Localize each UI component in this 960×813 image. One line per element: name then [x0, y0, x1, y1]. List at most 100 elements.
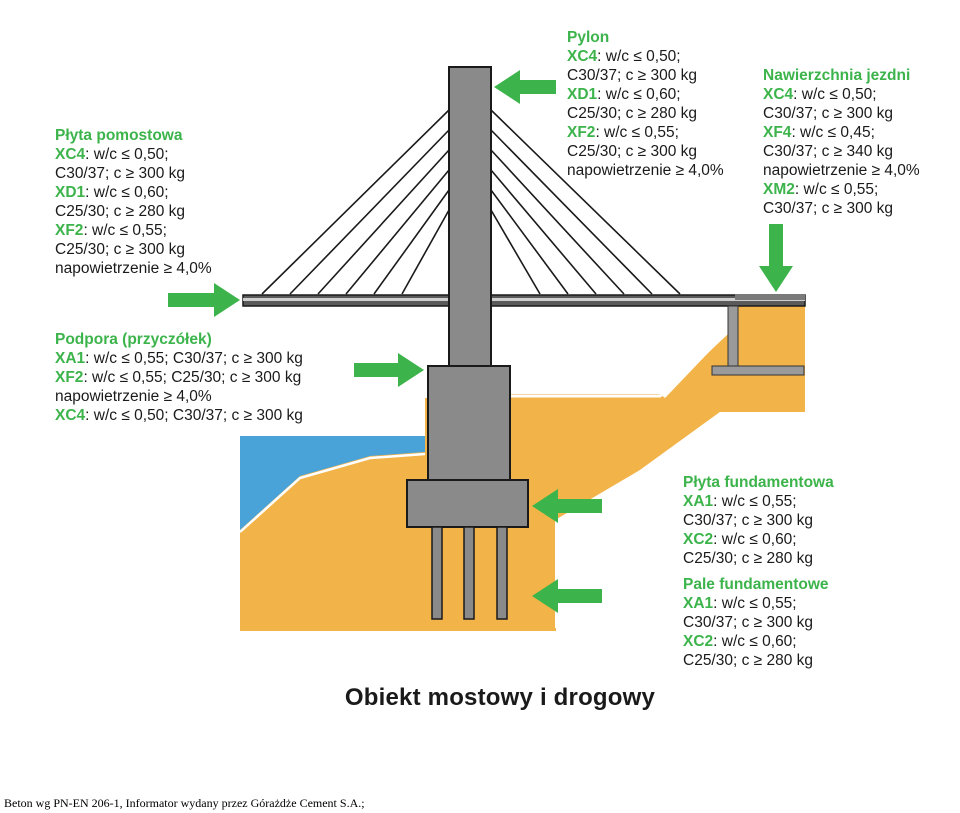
exposure-class: XC2	[683, 531, 714, 548]
requirement-text: : w/c ≤ 0,50; C30/37; c ≥ 300 kg	[85, 407, 303, 424]
arrow-support	[354, 353, 424, 387]
label-title: Nawierzchnia jezdni	[763, 67, 911, 84]
requirement-text: C30/37; c ≥ 300 kg	[683, 512, 814, 529]
pile	[496, 526, 508, 620]
label-title: Płyta fundamentowa	[683, 474, 834, 491]
label-line: C25/30; c ≥ 280 kg	[55, 202, 212, 221]
exposure-class: XF2	[55, 222, 84, 239]
requirement-text: : w/c ≤ 0,50;	[793, 86, 877, 103]
label-line: napowietrzenie ≥ 4,0%	[55, 259, 212, 278]
exposure-class: XA1	[683, 595, 714, 612]
label-line: XC4: w/c ≤ 0,50;	[55, 145, 212, 164]
arrow-pavement	[759, 224, 793, 292]
label-line: C30/37; c ≥ 300 kg	[683, 511, 834, 530]
label-line: C30/37; c ≥ 300 kg	[683, 613, 829, 632]
label-line: XF4: w/c ≤ 0,45;	[763, 123, 920, 142]
label-line: C30/37; c ≥ 300 kg	[763, 199, 920, 218]
requirement-text: C30/37; c ≥ 300 kg	[683, 614, 814, 631]
label-line: XC2: w/c ≤ 0,60;	[683, 530, 834, 549]
label-line: C25/30; c ≥ 280 kg	[567, 104, 724, 123]
requirement-text: : w/c ≤ 0,60;	[85, 184, 169, 201]
exposure-class: XA1	[55, 350, 86, 367]
pylon	[448, 66, 492, 368]
arrow-piles	[532, 579, 602, 613]
label-line: XD1: w/c ≤ 0,60;	[55, 183, 212, 202]
exposure-class: XC4	[567, 48, 598, 65]
label-line: napowietrzenie ≥ 4,0%	[55, 387, 303, 406]
requirement-text: : w/c ≤ 0,45;	[791, 124, 875, 141]
requirement-text: : w/c ≤ 0,55;	[713, 493, 797, 510]
requirement-text: : w/c ≤ 0,55; C25/30; c ≥ 300 kg	[83, 369, 302, 386]
requirement-text: C25/30; c ≥ 280 kg	[55, 203, 186, 220]
label-title: Pylon	[567, 29, 610, 46]
pile	[431, 526, 443, 620]
pile	[463, 526, 475, 620]
requirement-text: C25/30; c ≥ 300 kg	[567, 143, 698, 160]
requirement-text: napowietrzenie ≥ 4,0%	[567, 162, 724, 179]
soil-base-line	[240, 628, 556, 631]
exposure-class: XF4	[763, 124, 792, 141]
soil	[240, 300, 805, 630]
label-line: C30/37; c ≥ 300 kg	[55, 164, 212, 183]
label-line: C30/37; c ≥ 300 kg	[567, 66, 724, 85]
label-podpora: Podpora (przyczółek) XA1: w/c ≤ 0,55; C30…	[55, 330, 303, 425]
requirement-text: C30/37; c ≥ 340 kg	[763, 143, 894, 160]
exposure-class: XC4	[55, 146, 86, 163]
exposure-class: XD1	[567, 86, 598, 103]
requirement-text: napowietrzenie ≥ 4,0%	[55, 388, 212, 405]
arrow-deck	[168, 283, 240, 317]
label-title: Podpora (przyczółek)	[55, 331, 212, 348]
exposure-class: XC4	[55, 407, 86, 424]
exposure-class: XF2	[55, 369, 84, 386]
foundation-slab	[406, 479, 529, 528]
pier	[427, 365, 511, 481]
requirement-text: C25/30; c ≥ 280 kg	[567, 105, 698, 122]
requirement-text: C25/30; c ≥ 280 kg	[683, 550, 814, 567]
exposure-class: XC4	[763, 86, 794, 103]
label-line: C25/30; c ≥ 300 kg	[55, 240, 212, 259]
diagram-caption: Obiekt mostowy i drogowy	[344, 684, 656, 711]
label-line: C30/37; c ≥ 340 kg	[763, 142, 920, 161]
requirement-text: : w/c ≤ 0,55;	[713, 595, 797, 612]
deck-highlight	[243, 298, 805, 301]
requirement-text: napowietrzenie ≥ 4,0%	[763, 162, 920, 179]
label-line: XF2: w/c ≤ 0,55;	[567, 123, 724, 142]
requirement-text: C30/37; c ≥ 300 kg	[567, 67, 698, 84]
soil-cut	[560, 412, 805, 660]
requirement-text: C30/37; c ≥ 300 kg	[55, 165, 186, 182]
exposure-class: XD1	[55, 184, 86, 201]
label-line: XA1: w/c ≤ 0,55;	[683, 492, 834, 511]
label-line: napowietrzenie ≥ 4,0%	[763, 161, 920, 180]
water-slope-line	[239, 452, 426, 533]
label-line: XF2: w/c ≤ 0,55; C25/30; c ≥ 300 kg	[55, 368, 303, 387]
requirement-text: : w/c ≤ 0,55; C30/37; c ≥ 300 kg	[85, 350, 303, 367]
abutment-wall	[727, 305, 739, 369]
requirement-text: napowietrzenie ≥ 4,0%	[55, 260, 212, 277]
label-line: XC2: w/c ≤ 0,60;	[683, 632, 829, 651]
road-surface	[735, 294, 805, 300]
label-line: XM2: w/c ≤ 0,55;	[763, 180, 920, 199]
requirement-text: : w/c ≤ 0,60;	[713, 531, 797, 548]
label-line: XC4: w/c ≤ 0,50;	[763, 85, 920, 104]
label-line: XD1: w/c ≤ 0,60;	[567, 85, 724, 104]
requirement-text: C25/30; c ≥ 280 kg	[683, 652, 814, 669]
requirement-text: : w/c ≤ 0,55;	[83, 222, 167, 239]
requirement-text: C25/30; c ≥ 300 kg	[55, 241, 186, 258]
arrow-foundation	[532, 489, 602, 523]
label-line: XC4: w/c ≤ 0,50; C30/37; c ≥ 300 kg	[55, 406, 303, 425]
abutment-footing	[711, 365, 805, 376]
stay-cables	[261, 109, 681, 295]
label-line: XF2: w/c ≤ 0,55;	[55, 221, 212, 240]
exposure-class: XA1	[683, 493, 714, 510]
label-title: Płyta pomostowa	[55, 127, 183, 144]
arrow-pylon	[494, 70, 556, 104]
requirement-text: : w/c ≤ 0,60;	[713, 633, 797, 650]
embankment-outline	[510, 330, 730, 398]
label-line: C25/30; c ≥ 280 kg	[683, 549, 834, 568]
label-line: XA1: w/c ≤ 0,55;	[683, 594, 829, 613]
requirement-text: C30/37; c ≥ 300 kg	[763, 200, 894, 217]
